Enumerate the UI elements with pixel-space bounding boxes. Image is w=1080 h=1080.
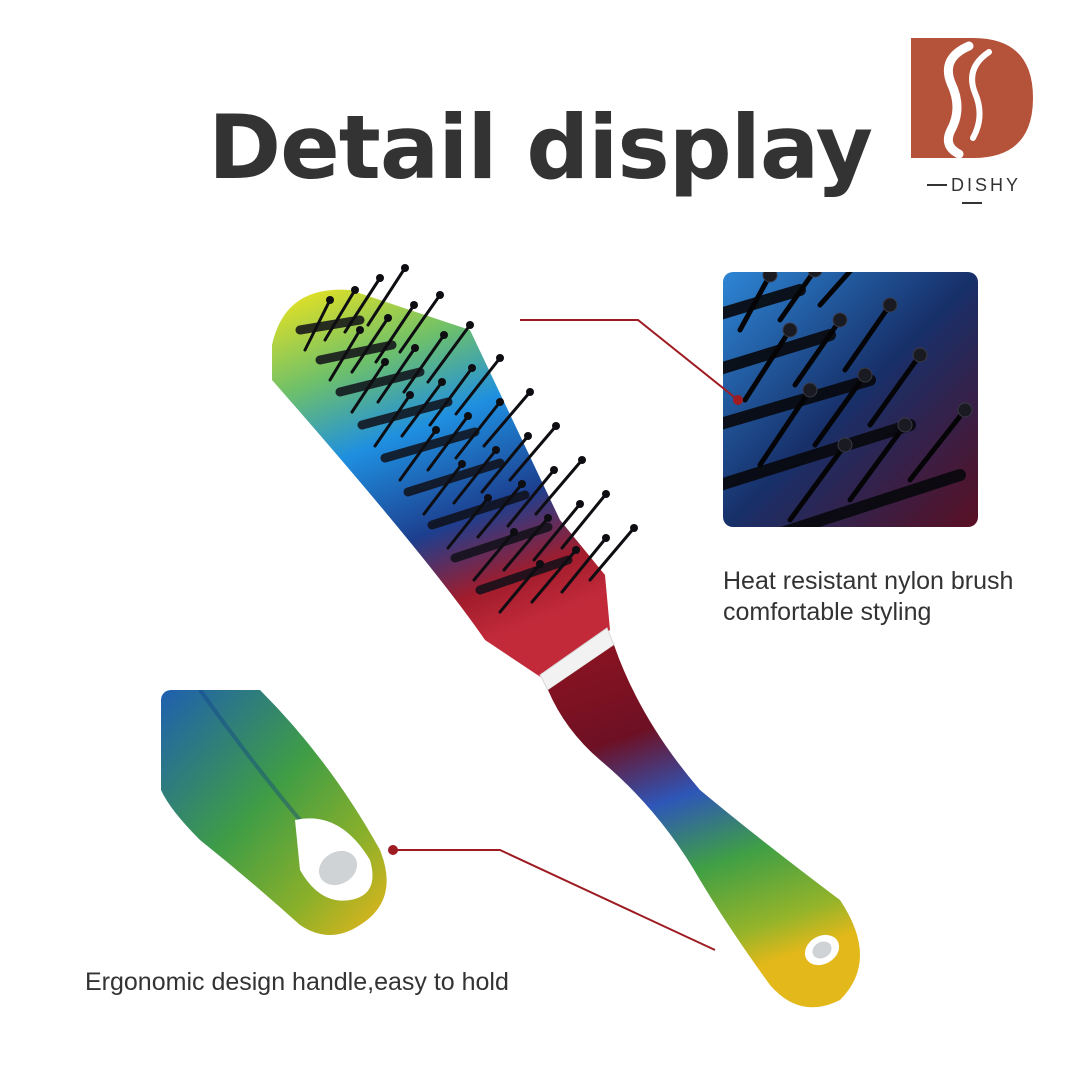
bristle-caption-line-1: Heat resistant nylon brush — [723, 567, 1014, 595]
wordmark-dash-left — [926, 183, 947, 186]
brush-handle — [548, 645, 860, 1008]
handle-detail-inset — [161, 690, 391, 940]
wordmark-dash-right — [962, 201, 982, 204]
handle-leader-line — [388, 845, 716, 951]
handle-caption: Ergonomic design handle,easy to hold — [85, 968, 509, 996]
brand-name: DISHY — [950, 175, 1021, 195]
brush-head — [272, 264, 638, 680]
hair-wave-d-logo-icon — [911, 38, 1033, 158]
bristle-leader-line — [520, 319, 743, 405]
bristle-detail-inset — [723, 272, 978, 527]
page-title: Detail display — [208, 96, 873, 199]
brand-wordmark: DISHY — [911, 176, 1033, 212]
bristle-caption: Heat resistant nylon brush comfortable s… — [723, 566, 1063, 628]
bristle-caption-line-2: comfortable styling — [723, 598, 932, 626]
